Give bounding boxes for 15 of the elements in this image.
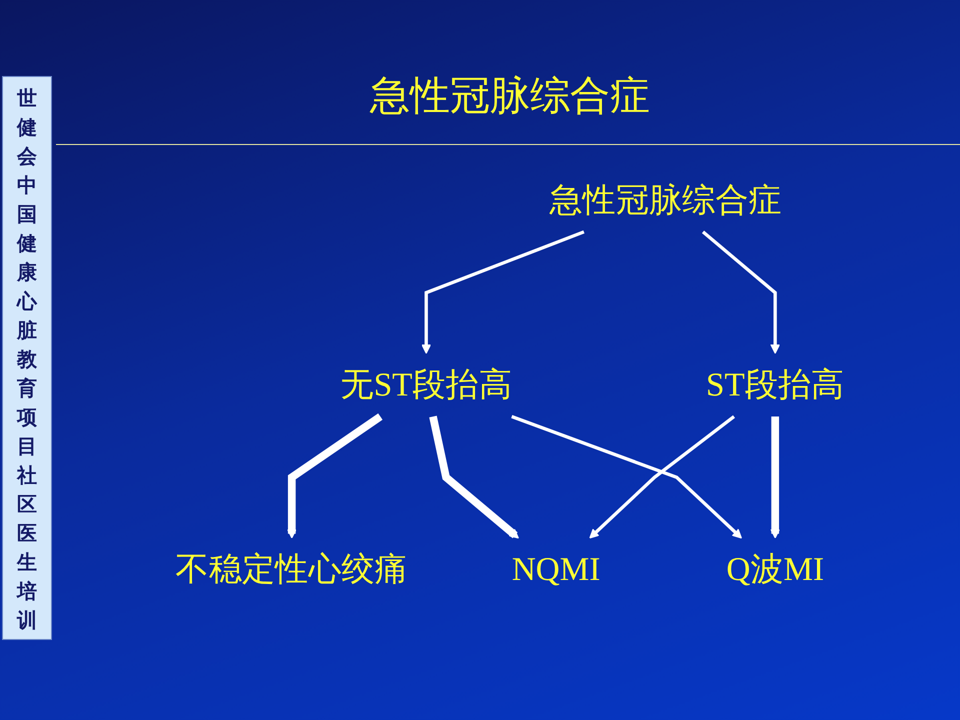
- node-label: 急性冠脉综合症: [550, 182, 782, 219]
- node-label: ST段抬高: [706, 366, 844, 404]
- arrow: [770, 416, 780, 539]
- arrow: [429, 416, 519, 539]
- node-label: 不稳定性心绞痛: [176, 551, 408, 588]
- arrow: [702, 230, 780, 354]
- arrow: [421, 230, 584, 354]
- arrow: [286, 413, 383, 539]
- arrow: [511, 414, 742, 539]
- slide-title: 急性冠脉综合症: [368, 72, 651, 120]
- arrow: [589, 415, 736, 539]
- side-banner-text: 世健会中国健康心脏教育项目社区医生培训: [2, 76, 52, 640]
- node-label: 无ST段抬高: [340, 366, 512, 404]
- node-label: NQMI: [512, 551, 600, 588]
- node-label: Q波MI: [726, 551, 824, 588]
